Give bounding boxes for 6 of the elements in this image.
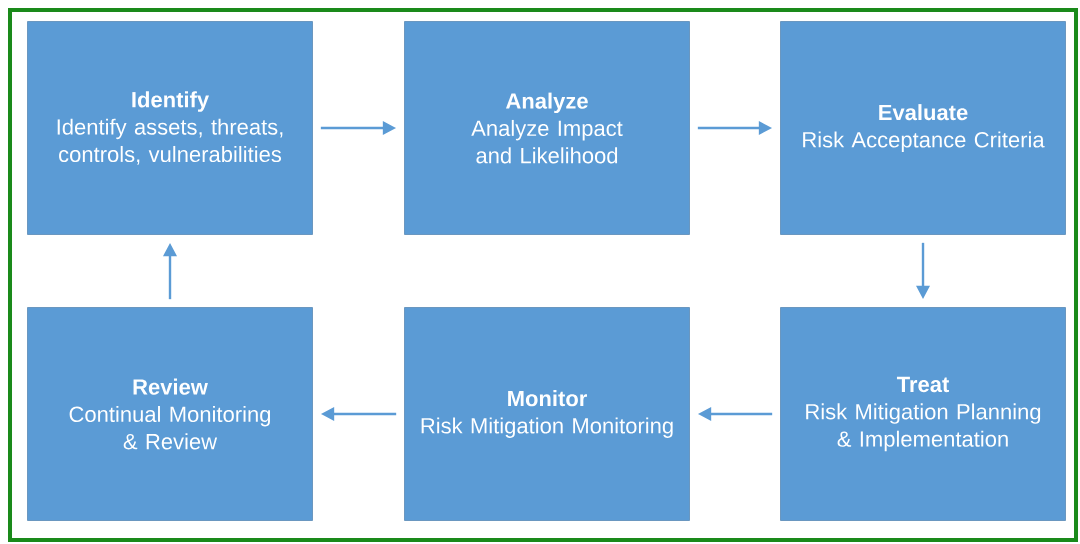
process-box: Monitor Risk Mitigation Monitoring <box>404 307 690 521</box>
process-box: Treat Risk Mitigation Planning & Implementation <box>780 307 1066 521</box>
process-box: Evaluate Risk Acceptance Criteria <box>780 21 1066 235</box>
process-box: Analyze Analyze Impact and Likelihood <box>404 21 690 235</box>
process-box: Identify Identify assets, threats, controls, vulnerabilities <box>27 21 313 235</box>
process-box: Review Continual Monitoring & Review <box>27 307 313 521</box>
